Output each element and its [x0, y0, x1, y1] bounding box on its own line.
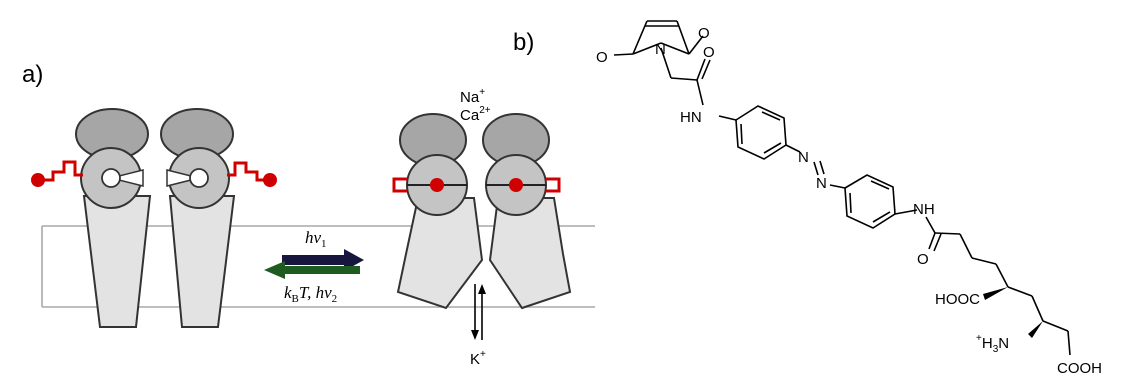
open-tether-right: [546, 177, 561, 193]
forward-arrow: [282, 249, 364, 271]
bound-ligand-left: [430, 178, 444, 192]
atom-n-azo-1: N: [798, 149, 809, 166]
atom-o-amide-1: O: [703, 44, 715, 61]
ions-in-label-na: Na+: [460, 87, 485, 106]
reverse-condition-label: kBT, hν2: [284, 283, 337, 305]
panel-b-label: b): [513, 29, 534, 56]
panel-a: a): [22, 61, 595, 368]
open-tether-left: [392, 177, 407, 193]
reverse-arrow: [264, 261, 360, 279]
atom-hn-1: HN: [680, 109, 702, 126]
atom-o-amide-2: O: [917, 251, 929, 268]
ions-in-label-ca: Ca2+: [460, 105, 491, 124]
atom-n-maleimide: N: [655, 41, 666, 58]
atom-cooh: COOH: [1057, 360, 1102, 377]
chemical-structure: [613, 20, 1071, 356]
atom-h3n: +H3N: [976, 333, 1009, 355]
open-left-helix: [396, 197, 484, 310]
bound-ligand-right: [509, 178, 523, 192]
open-right-helix: [488, 197, 572, 310]
photoswitch-arrows: hν1 kBT, hν2: [264, 228, 364, 305]
tether-left: [41, 160, 83, 182]
atom-o-left: O: [596, 49, 608, 66]
k-ion-label: K+: [470, 349, 486, 368]
atom-n-azo-2: N: [816, 175, 827, 192]
panel-a-label: a): [22, 61, 43, 88]
atom-labels: O O N O HN N N NH O HOOC +H3N COOH: [596, 25, 1102, 377]
closed-channel: [31, 108, 277, 328]
ligand-right: [263, 173, 277, 187]
tether-right: [227, 161, 266, 182]
panel-b: b): [513, 20, 1102, 377]
atom-hooc: HOOC: [935, 291, 980, 308]
atom-o-right: O: [698, 25, 710, 42]
forward-light-label: hν1: [305, 228, 327, 250]
ligand-left: [31, 173, 45, 187]
open-channel: Na+ Ca2+ K+: [392, 87, 572, 368]
k-flux-arrows: [471, 284, 486, 340]
atom-nh-2: NH: [913, 201, 935, 218]
